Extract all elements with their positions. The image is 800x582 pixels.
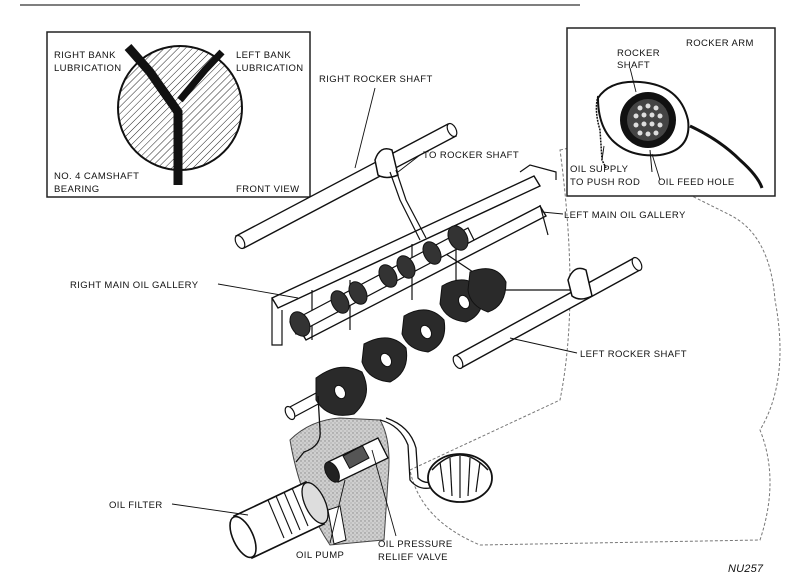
right-bank-label-1: RIGHT BANK: [54, 50, 116, 61]
figure-code: NU257: [728, 563, 764, 575]
callout-leaders: [171, 87, 578, 544]
leader-relief-valve: [371, 449, 397, 537]
rocker-shaft-oil-holes: [633, 103, 663, 137]
relief-valve-label-1: OIL PRESSURE: [378, 539, 453, 550]
right-rocker-shaft: [234, 122, 458, 250]
camshaft-bearing-label-1: NO. 4 CAMSHAFT: [54, 171, 139, 182]
oil-supply-label-2: TO PUSH ROD: [570, 177, 640, 188]
engine-oil-system: [229, 122, 643, 560]
leader-right-main-oil-gallery: [217, 283, 299, 299]
left-rocker-shaft: [452, 256, 643, 370]
camshaft: [289, 225, 475, 337]
oil-pickup-screen: [427, 453, 493, 503]
oil-supply-leader: [601, 145, 605, 161]
leader-oil-filter: [171, 503, 249, 516]
rocker-arm-tail: [689, 124, 764, 189]
oil-feed-hole-label: OIL FEED HOLE: [658, 177, 735, 188]
rocker-shaft-inner: [627, 99, 669, 141]
left-bank-label-1: LEFT BANK: [236, 50, 291, 61]
leader-oil-pump: [329, 479, 346, 544]
oil-pump-label: OIL PUMP: [296, 550, 344, 561]
relief-valve-label-2: RELIEF VALVE: [378, 552, 448, 563]
camshaft-bearing-label-2: BEARING: [54, 184, 100, 195]
leader-right-rocker-shaft: [354, 87, 376, 169]
rocker-arm-label: ROCKER ARM: [686, 38, 754, 49]
left-main-oil-gallery-label: LEFT MAIN OIL GALLERY: [564, 210, 686, 221]
to-rocker-shaft-label: TO ROCKER SHAFT: [423, 150, 519, 161]
oil-filter-label: OIL FILTER: [109, 500, 163, 511]
oil-supply-label-1: OIL SUPPLY: [570, 164, 629, 175]
front-view-label: FRONT VIEW: [236, 184, 299, 195]
right-bank-oil-passage: [124, 44, 183, 185]
rocker-shaft-leader: [629, 67, 637, 93]
right-main-oil-gallery: [270, 164, 557, 346]
oil-supply-passage: [595, 95, 607, 169]
leader-left-rocker-shaft: [509, 337, 578, 354]
leader-to-rocker-shaft: [397, 154, 421, 173]
right-bank-label-2: LUBRICATION: [54, 63, 122, 74]
right-rocker-shaft-label: RIGHT ROCKER SHAFT: [319, 74, 433, 85]
left-rocker-shaft-label: LEFT ROCKER SHAFT: [580, 349, 687, 360]
left-bank-oil-passage: [177, 49, 225, 103]
rocker-arm-inset: ROCKER ARM ROCKER SHAFT OIL SUPPLY TO PU…: [566, 27, 776, 197]
crankshaft: [284, 268, 507, 421]
oil-filter: [229, 480, 329, 560]
right-main-oil-gallery-label: RIGHT MAIN OIL GALLERY: [70, 280, 199, 291]
front-view-inset: RIGHT BANK LUBRICATION LEFT BANK LUBRICA…: [46, 31, 311, 198]
rocker-shaft-label-1: ROCKER: [617, 48, 660, 59]
oil-pickup-tubes: [295, 395, 433, 489]
left-bank-label-2: LUBRICATION: [236, 63, 304, 74]
oil-feed-hole-leader: [651, 153, 661, 181]
oil-feed-hole-mark: [649, 149, 653, 173]
rocker-shaft-label-2: SHAFT: [617, 60, 650, 71]
leader-left-main-oil-gallery: [541, 211, 564, 215]
